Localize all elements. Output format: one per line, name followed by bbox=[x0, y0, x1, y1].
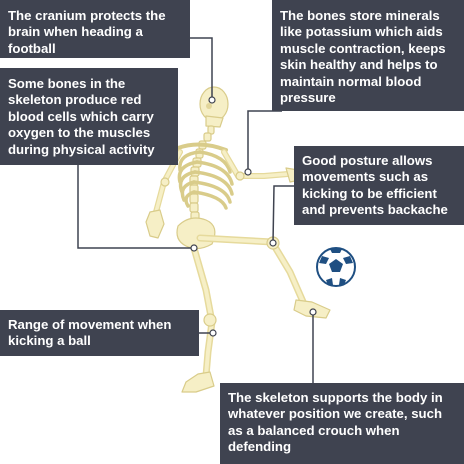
football-icon bbox=[316, 247, 356, 287]
right-arm bbox=[221, 149, 301, 183]
callout-range-of-movement: Range of movement when kicking a ball bbox=[0, 310, 199, 356]
rib-cage bbox=[177, 150, 234, 210]
leader-line-minerals bbox=[247, 110, 282, 172]
callout-minerals: The bones store minerals like potassium … bbox=[272, 0, 464, 111]
callout-support: The skeleton supports the body in whatev… bbox=[220, 383, 464, 464]
callout-posture: Good posture allows movements such as ki… bbox=[294, 146, 464, 225]
collarbone bbox=[176, 142, 228, 152]
callout-cranium: The cranium protects the brain when head… bbox=[0, 0, 190, 58]
pelvis bbox=[176, 217, 216, 250]
standing-leg bbox=[181, 244, 217, 393]
leader-line-posture bbox=[272, 185, 294, 244]
kicking-leg bbox=[196, 234, 331, 319]
leader-line-cranium bbox=[190, 37, 213, 100]
leader-lines bbox=[77, 37, 314, 383]
leader-line-red-blood-cells bbox=[77, 165, 194, 249]
leader-markers bbox=[190, 96, 317, 337]
skull bbox=[199, 86, 229, 128]
callout-red-blood-cells: Some bones in the skeleton produce red b… bbox=[0, 68, 178, 165]
